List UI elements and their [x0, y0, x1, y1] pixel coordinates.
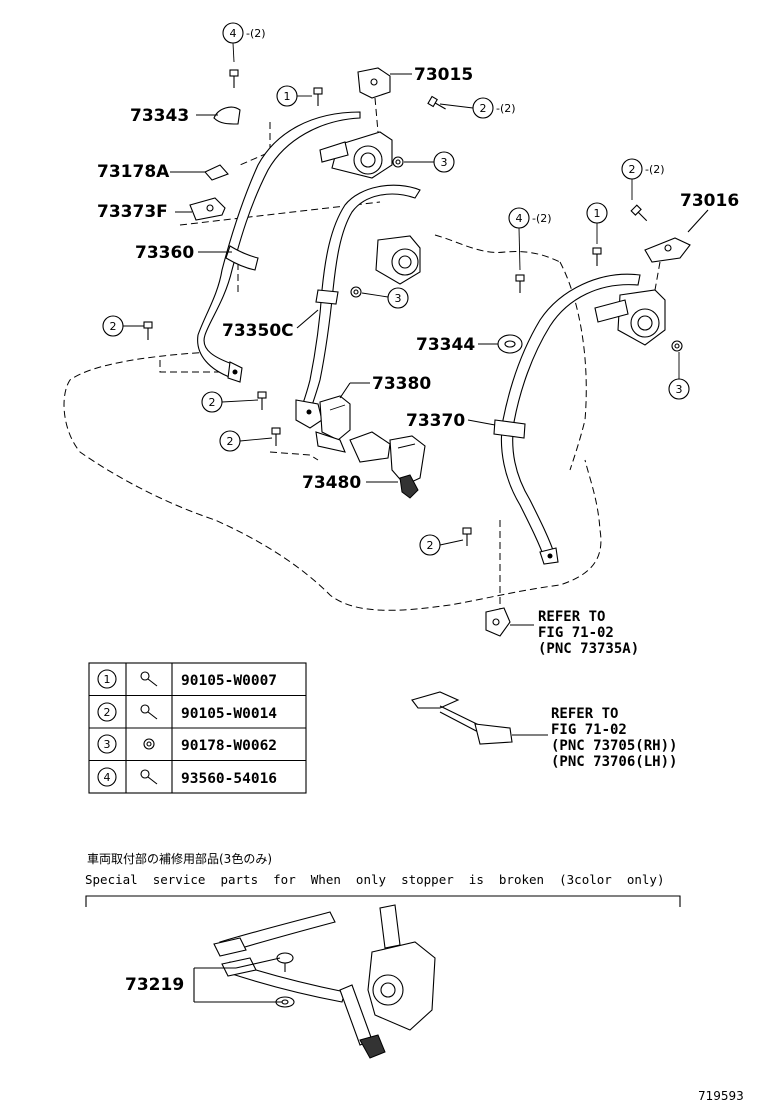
bolt-icon [140, 671, 158, 687]
svg-text:2: 2 [209, 396, 216, 409]
svg-text:3: 3 [676, 383, 683, 396]
special-title-jp: 車両取付部の補修用部品(3色のみ) [87, 851, 272, 866]
special-title-en: Special service parts for When only stop… [85, 872, 664, 887]
bolt-icon [313, 87, 323, 106]
buckle-73380 [315, 395, 351, 453]
bolt-icon [257, 391, 267, 410]
nut-icon [143, 738, 155, 750]
svg-text:-(2): -(2) [246, 27, 266, 40]
pnc-73380: 73380 [372, 374, 431, 394]
svg-text:(PNC 73706(LH)): (PNC 73706(LH)) [551, 754, 677, 770]
svg-text:93560-54016: 93560-54016 [181, 771, 277, 787]
svg-text:REFER TO: REFER TO [538, 609, 605, 625]
bolt-icon [515, 274, 525, 293]
nut-icon [671, 340, 683, 352]
bracket-73373F [189, 197, 226, 221]
clip-73178A [204, 164, 229, 181]
svg-text:(PNC 73735A): (PNC 73735A) [538, 641, 639, 657]
svg-text:-(2): -(2) [645, 163, 665, 176]
bolt-icon [592, 247, 602, 266]
left-retractor-73015 [319, 67, 393, 179]
bolt-icon [140, 704, 158, 720]
bolt-icon [271, 427, 281, 446]
svg-text:4: 4 [230, 27, 237, 40]
pnc-labels: 73015 73343 73178A 73373F 73360 73350C 7… [97, 65, 739, 493]
anchor-73735A [485, 607, 511, 637]
bolt-icon [427, 95, 446, 110]
pnc-73480: 73480 [302, 473, 361, 493]
svg-text:2: 2 [227, 435, 234, 448]
svg-text:(PNC 73705(RH)): (PNC 73705(RH)) [551, 738, 677, 754]
refer-note-2: REFER TO FIG 71-02 (PNC 73705(RH)) (PNC … [512, 706, 677, 770]
callout-3 [387, 287, 409, 309]
belt-stopper-73343 [213, 106, 241, 125]
svg-text:1: 1 [104, 673, 111, 686]
buckle-73480 [349, 431, 426, 499]
pnc-73015: 73015 [414, 65, 473, 85]
callouts: 4 -(2) 1 2 -(2) 3 2 -(2) 4 -(2) 1 3 [102, 22, 690, 556]
table-row: 1 90105-W0007 [97, 669, 277, 689]
svg-text:FIG 71-02: FIG 71-02 [551, 722, 627, 738]
svg-text:2: 2 [104, 706, 111, 719]
svg-text:4: 4 [516, 212, 523, 225]
bolt-icons [143, 69, 683, 546]
center-retractor [375, 235, 421, 285]
table-row: 2 90105-W0014 [97, 702, 277, 722]
table-row: 3 90178-W0062 [97, 734, 277, 754]
pnc-73344: 73344 [416, 335, 475, 355]
pnc-73350C: 73350C [222, 321, 294, 341]
svg-text:90105-W0014: 90105-W0014 [181, 706, 277, 722]
special-section: 車両取付部の補修用部品(3色のみ) Special service parts … [85, 851, 681, 1059]
svg-text:-(2): -(2) [496, 102, 516, 115]
svg-text:2: 2 [427, 539, 434, 552]
svg-text:90105-W0007: 90105-W0007 [181, 673, 277, 689]
bolt-icon [140, 769, 158, 785]
pnc-73016: 73016 [680, 191, 739, 211]
figure-id: 719593 [698, 1089, 744, 1103]
svg-text:3: 3 [441, 156, 448, 169]
bolt-icon [229, 69, 239, 88]
svg-text:4: 4 [104, 771, 111, 784]
parts-table: 1 90105-W0007 2 90105-W0014 3 90178-W006… [88, 662, 307, 794]
left-outer-belt-73360 [197, 111, 361, 383]
right-belt-73370 [493, 273, 641, 565]
svg-text:1: 1 [284, 90, 291, 103]
pnc-73178A: 73178A [97, 162, 170, 182]
nut-icon [392, 156, 404, 168]
pnc-73360: 73360 [135, 243, 194, 263]
svg-text:3: 3 [395, 292, 402, 305]
svg-text:1: 1 [594, 207, 601, 220]
pnc-73373F: 73373F [97, 202, 168, 222]
svg-text:REFER TO: REFER TO [551, 706, 618, 722]
svg-text:90178-W0062: 90178-W0062 [181, 738, 277, 754]
svg-text:2: 2 [480, 102, 487, 115]
pnc-73370: 73370 [406, 411, 465, 431]
pnc-73219: 73219 [125, 975, 184, 995]
svg-text:2: 2 [629, 163, 636, 176]
stopper-icon [276, 952, 294, 972]
bolt-icon [630, 204, 648, 222]
svg-text:2: 2 [110, 320, 117, 333]
svg-text:-(2): -(2) [532, 212, 552, 225]
bolt-icon [462, 527, 472, 546]
svg-text:FIG 71-02: FIG 71-02 [538, 625, 614, 641]
right-retractor [594, 237, 691, 346]
center-belt-73350C [295, 184, 421, 429]
pnc-73343: 73343 [130, 106, 189, 126]
nut-icon [350, 286, 362, 298]
refer-note-1: REFER TO FIG 71-02 (PNC 73735A) [510, 609, 639, 657]
belt-guide-73344 [497, 334, 523, 354]
buckle-73705 [411, 691, 513, 745]
bolt-icon [143, 321, 153, 340]
table-row: 4 93560-54016 [97, 767, 277, 787]
svg-text:3: 3 [104, 738, 111, 751]
